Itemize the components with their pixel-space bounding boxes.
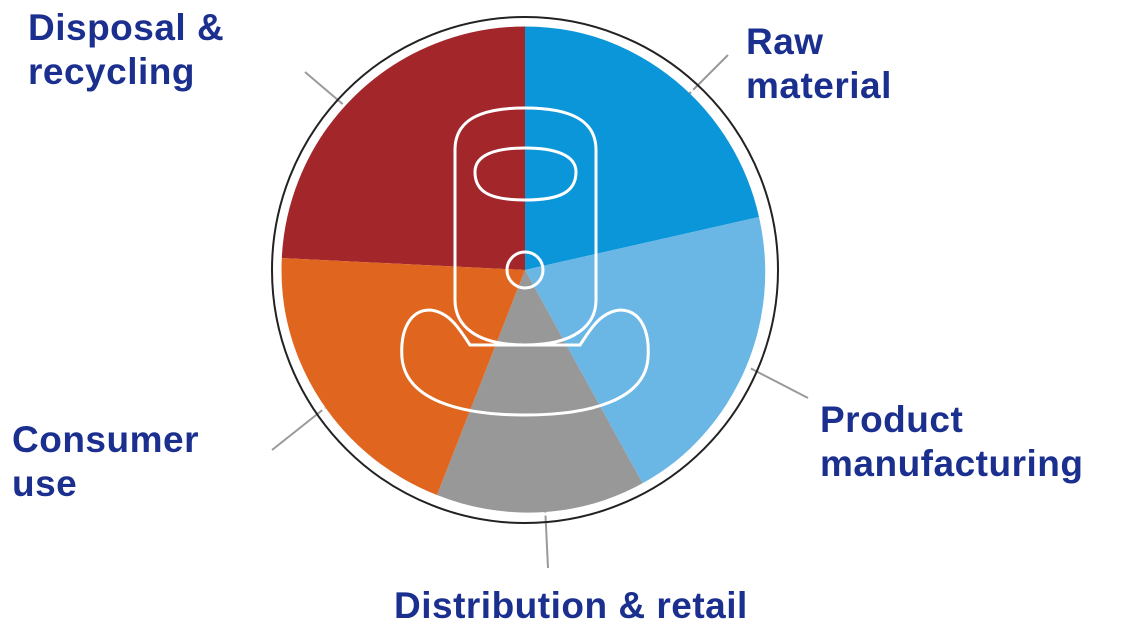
leader-line-consumer — [271, 407, 326, 451]
label-raw-material: Raw material — [746, 20, 892, 108]
label-product-manufacturing: Product manufacturing — [820, 398, 1083, 486]
segment-raw-material — [525, 25, 759, 270]
label-raw-line1: Raw — [746, 21, 824, 62]
leader-line-product — [749, 367, 809, 399]
outer-ring — [271, 16, 779, 524]
label-product-line2: manufacturing — [820, 443, 1084, 484]
label-distribution-retail: Distribution & retail — [394, 584, 748, 628]
label-raw-line2: material — [746, 65, 892, 106]
label-product-line1: Product — [820, 399, 964, 440]
label-disposal-recycling: Disposal & recycling — [28, 6, 224, 94]
segment-disposal-recycling — [281, 25, 525, 270]
segment-consumer-use — [280, 258, 525, 495]
segment-product-manufacturing — [525, 217, 766, 484]
label-consumer-line2: use — [12, 463, 78, 504]
label-consumer-use: Consumer use — [12, 418, 199, 506]
label-distribution-line1: Distribution & retail — [394, 585, 748, 626]
car-seat-icon — [400, 106, 650, 417]
label-disposal-line2: recycling — [28, 51, 195, 92]
label-consumer-line1: Consumer — [12, 419, 199, 460]
segment-distribution-retail — [437, 270, 643, 513]
label-disposal-line1: Disposal & — [28, 7, 225, 48]
inner-ring — [278, 23, 772, 517]
wheel-segments — [280, 25, 766, 513]
